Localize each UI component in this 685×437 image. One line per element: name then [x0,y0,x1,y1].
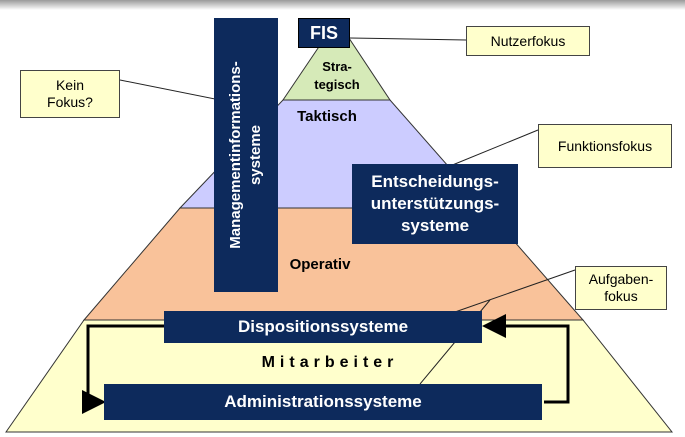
eus-label: Entscheidungs- unterstützungs- systeme [370,172,500,235]
leader-aufgabenfokus-1 [454,269,576,313]
callout-nutzerfokus: Nutzerfokus [466,26,590,56]
callout-aufgabenfokus: Aufgaben- fokus [575,266,667,310]
layer-strategisch [282,19,391,101]
mis-box: Managementinformations- systeme [214,18,278,292]
dispositionssysteme-box: Dispositionssysteme [164,311,482,343]
eus-box: Entscheidungs- unterstützungs- systeme [352,164,518,244]
callout-aufgabenfokus-text: Aufgaben- fokus [588,271,654,304]
fis-box: FIS [298,18,350,48]
dispositionssysteme-label: Dispositionssysteme [237,317,409,336]
administrationssysteme-label: Administrationssysteme [224,392,422,411]
label-taktisch: Taktisch [297,108,357,125]
leader-nutzerfokus [349,37,467,41]
mis-label: Managementinformations- systeme [227,61,264,249]
callout-funktionsfokus-text: Funktionsfokus [557,137,653,154]
arrow-right-loop [482,314,570,404]
callout-kein-fokus-text: Kein Fokus? [47,77,93,110]
label-mitarbeiter: Mitarbeiter [261,354,399,371]
fis-label: FIS [309,22,338,43]
callout-funktionsfokus: Funktionsfokus [538,124,672,168]
callout-kein-fokus: Kein Fokus? [20,70,120,118]
administrationssysteme-box: Administrationssysteme [104,384,542,420]
arrow-left-loop [82,324,164,414]
label-operativ: Operativ [289,256,351,273]
callout-nutzerfokus-text: Nutzerfokus [490,32,566,49]
top-gradient-bar [0,0,685,10]
label-strategisch: Stra- tegisch [314,59,360,92]
leader-funktionsfokus [449,129,539,167]
